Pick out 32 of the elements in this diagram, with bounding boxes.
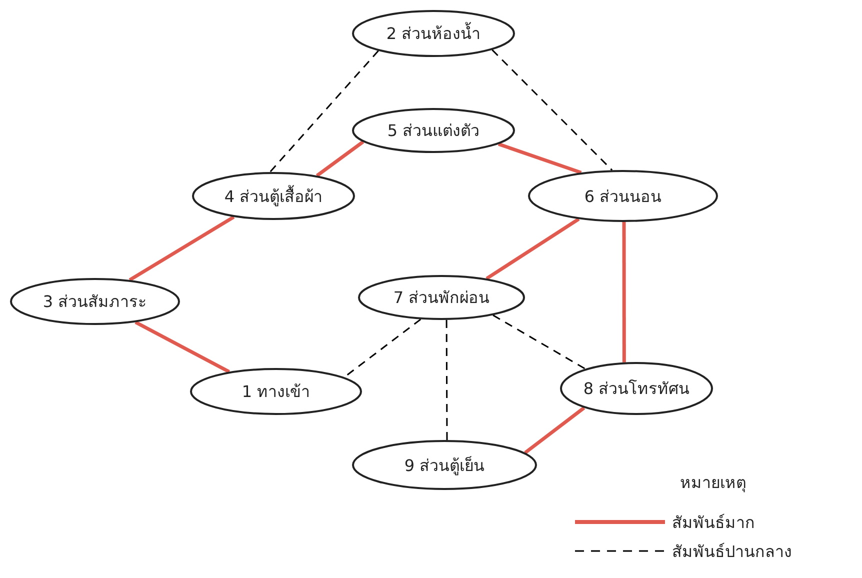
node-label: 7 ส่วนพักผ่อน bbox=[393, 287, 490, 309]
connector-line bbox=[134, 320, 230, 374]
ellipse-node bbox=[560, 362, 713, 415]
dashed-connector bbox=[446, 320, 448, 440]
connector-line bbox=[486, 218, 580, 280]
node-label: 4 ส่วนตู้เสื้อผ้า bbox=[224, 184, 323, 208]
ellipse-node bbox=[358, 275, 525, 320]
dashed-connector bbox=[492, 314, 586, 370]
dashed-connector bbox=[269, 50, 379, 173]
connector-line bbox=[622, 222, 626, 362]
connector-line bbox=[524, 406, 586, 454]
node-label: 6 ส่วนนอน bbox=[584, 186, 662, 208]
connector-line bbox=[128, 215, 235, 282]
connector-line bbox=[316, 140, 364, 178]
ellipse-node bbox=[190, 368, 362, 415]
node-label: 9 ส่วนตู้เย็น bbox=[404, 454, 485, 478]
node-label: 2 ส่วนห้องน้ำ bbox=[386, 21, 481, 45]
dashed-connector bbox=[492, 49, 613, 171]
connector-line bbox=[498, 142, 582, 174]
ellipse-node bbox=[528, 170, 718, 222]
ellipse-node bbox=[10, 278, 180, 325]
node-label: 5 ส่วนแต่งตัว bbox=[387, 120, 480, 142]
node-label: 8 ส่วนโทรทัศน bbox=[583, 378, 690, 400]
node-label: 1 ทางเข้า bbox=[242, 381, 310, 403]
ellipse-node bbox=[352, 108, 515, 153]
legend-title: หมายเหตุ bbox=[680, 472, 746, 494]
ellipse-node bbox=[352, 440, 537, 490]
legend-label: สัมพันธ์มาก bbox=[672, 512, 755, 534]
legend-label: สัมพันธ์ปานกลาง bbox=[672, 541, 792, 563]
ellipse-node bbox=[352, 10, 515, 57]
node-label: 3 ส่วนสัมภาระ bbox=[42, 291, 148, 313]
ellipse-node bbox=[192, 172, 355, 220]
